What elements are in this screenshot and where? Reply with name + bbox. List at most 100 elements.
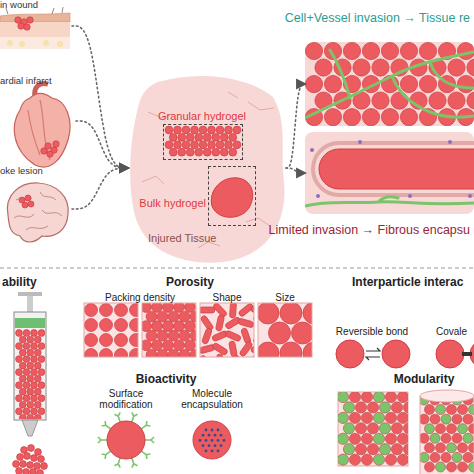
injected-particle [34, 349, 41, 356]
encapsulation-panel: Limited invasion → Fibrous encapsu [305, 132, 474, 214]
hydrogel-particle [429, 92, 446, 109]
packed-particle [152, 303, 163, 312]
packed-particle [179, 330, 190, 341]
surface-ligand [141, 451, 151, 459]
granular-particle [203, 133, 211, 141]
fibroblast [358, 140, 362, 144]
packed-particle [85, 304, 98, 317]
granular-particle [212, 148, 220, 156]
packed-particle [100, 349, 113, 358]
packed-particle [130, 349, 139, 358]
extruded-particle [21, 447, 28, 454]
square-frame [142, 303, 196, 357]
skin-illustration [0, 7, 70, 49]
modular-particle [361, 454, 372, 465]
hydrogel-particle [305, 42, 322, 59]
rod-particle [217, 354, 224, 357]
injected-particle [27, 362, 34, 369]
property-label: Size [260, 292, 310, 303]
hydrogel-particle [315, 59, 332, 76]
rod-particle [241, 327, 252, 344]
granular-particle [174, 126, 182, 134]
injected-particle [34, 362, 41, 369]
encapsulated-molecule [217, 429, 220, 432]
injected-particle [23, 369, 30, 376]
modular-particle [441, 395, 451, 405]
encapsulated-molecule [214, 444, 217, 447]
injected-particle [23, 343, 30, 350]
modular-particle [343, 444, 354, 455]
tissue-crack [142, 92, 274, 248]
encapsulated-molecule [205, 439, 208, 442]
extruded-particle [31, 455, 38, 462]
encapsulated-molecule [214, 434, 217, 437]
fibroblast [408, 194, 412, 198]
modular-particle [385, 433, 396, 444]
encapsulated-molecule [217, 449, 220, 452]
injected-particle [31, 330, 38, 337]
modular-particle [367, 444, 378, 455]
rod-particle [237, 318, 254, 328]
modular-particle [338, 412, 349, 423]
modified-particle [107, 421, 145, 459]
modular-particle [367, 423, 378, 434]
granular-particle [178, 133, 186, 141]
packed-particle [130, 334, 139, 347]
encapsulated-molecule [202, 434, 205, 437]
hydrogel-particle [324, 42, 341, 59]
square-frame [84, 303, 138, 357]
section-heading: Modularity [379, 373, 469, 386]
granular-particle [212, 133, 220, 141]
hydrogel-particle [334, 92, 351, 109]
large-particle [280, 303, 302, 324]
encapsulated-molecule [199, 439, 202, 442]
encapsulated-molecule [211, 429, 214, 432]
heart-illustration [14, 84, 70, 168]
hydrogel-particle [457, 75, 474, 92]
surface-ligand [114, 412, 120, 422]
modular-particle [469, 462, 474, 472]
interparticle-illustration [336, 340, 474, 368]
granular-particle [208, 141, 216, 149]
stroke-panel: oke lesion [0, 166, 72, 252]
packed-particle [179, 311, 190, 322]
hydrogel-particle [410, 59, 427, 76]
large-particle [258, 303, 279, 324]
modular-particle [452, 433, 462, 443]
porosity-square [200, 303, 254, 357]
large-particle [280, 342, 302, 357]
section-heading: Bioactivity [121, 373, 211, 386]
lesion-particle [28, 201, 34, 207]
packed-particle [157, 330, 168, 341]
hydrogel-particle [381, 75, 398, 92]
infarct-particle [51, 147, 57, 153]
encapsulated-molecule [220, 434, 223, 437]
modular-particle [403, 402, 408, 413]
granular-particle [182, 141, 190, 149]
extruded-particle [37, 470, 44, 474]
packed-particle [190, 330, 196, 341]
granular-particle [208, 126, 216, 134]
lesion-particle [22, 202, 28, 208]
modular-particle [436, 405, 446, 415]
infarct-particle [47, 151, 53, 157]
modular-particle [338, 454, 349, 465]
modular-particle [385, 392, 396, 403]
granular-particle [225, 141, 233, 149]
modular-particle [425, 462, 435, 472]
hydrogel-particle [438, 75, 455, 92]
wound-particle [27, 17, 33, 23]
section-heading: Porosity [150, 276, 230, 289]
reversible-arrow [366, 348, 380, 360]
modular-particle [447, 424, 457, 434]
granular-hydrogel-box: Granular hydrogel [163, 124, 243, 160]
modular-particle [379, 402, 390, 413]
encapsulated-molecule [205, 429, 208, 432]
encapsulated-molecule [202, 444, 205, 447]
granular-particle [216, 141, 224, 149]
bulk-hydrogel [211, 178, 252, 217]
injected-particle [23, 408, 30, 415]
large-particle [303, 342, 312, 357]
packed-particle [190, 349, 196, 357]
